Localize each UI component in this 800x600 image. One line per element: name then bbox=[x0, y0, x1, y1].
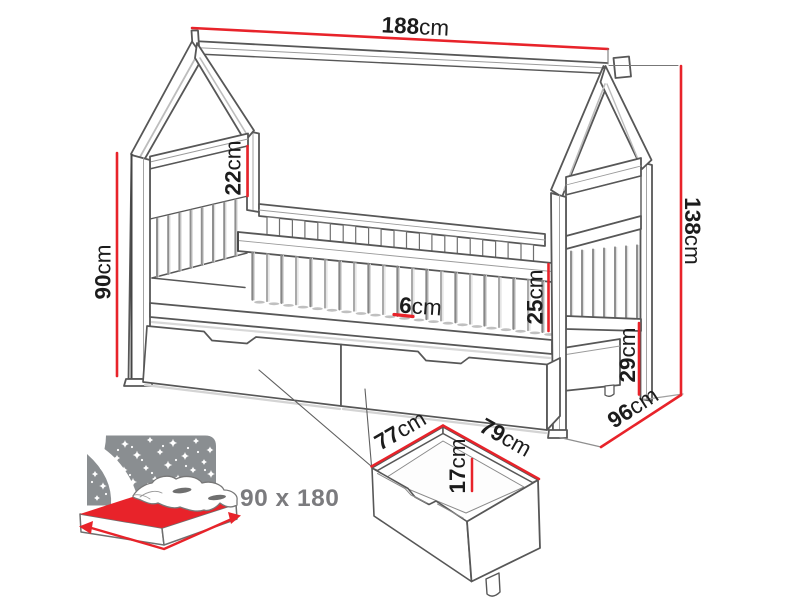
svg-text:188cm: 188cm bbox=[381, 12, 450, 40]
svg-text:6cm: 6cm bbox=[398, 293, 442, 321]
svg-text:90 x 180: 90 x 180 bbox=[240, 485, 339, 512]
svg-text:17cm: 17cm bbox=[445, 438, 470, 493]
svg-text:25cm: 25cm bbox=[523, 269, 548, 324]
svg-text:29cm: 29cm bbox=[615, 327, 640, 382]
svg-text:90cm: 90cm bbox=[91, 244, 116, 299]
svg-text:138cm: 138cm bbox=[680, 197, 705, 265]
svg-text:22cm: 22cm bbox=[221, 140, 246, 195]
